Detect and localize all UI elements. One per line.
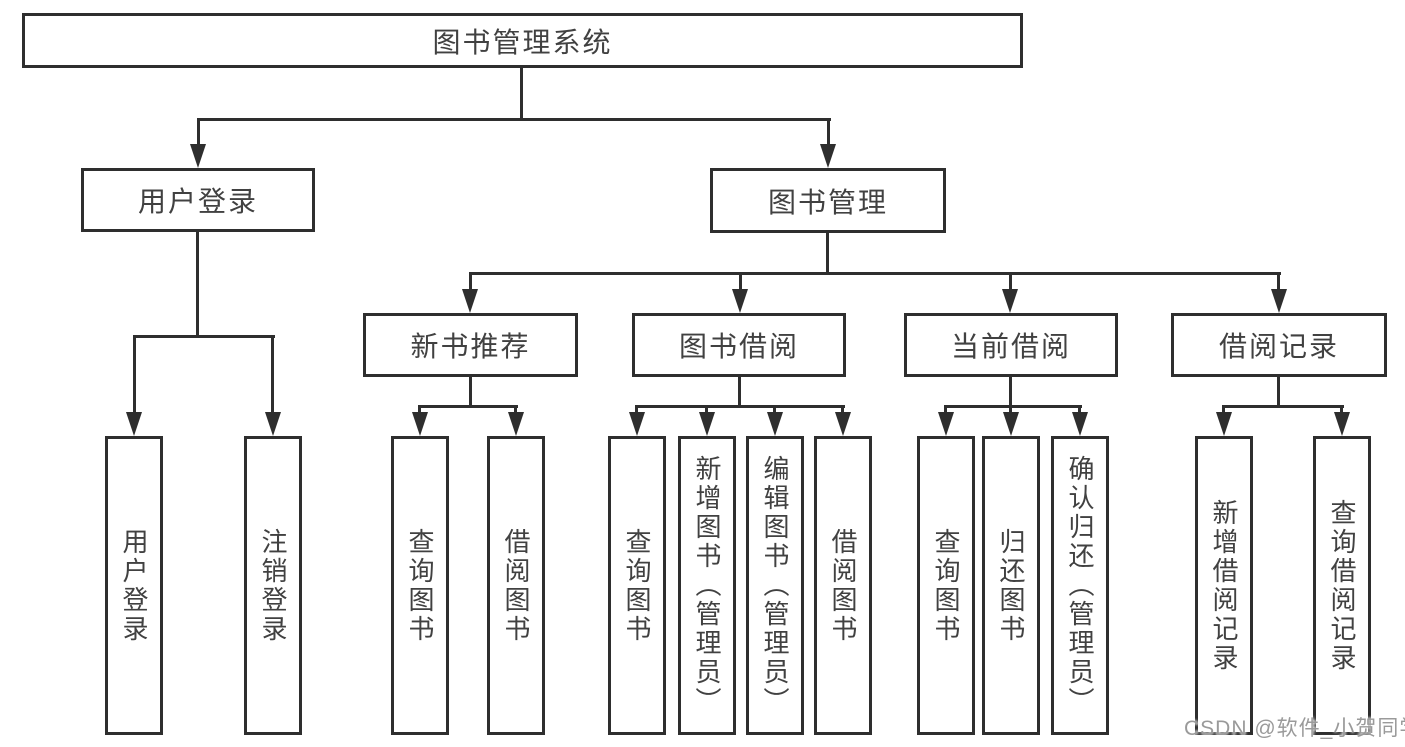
connector-user-login-horizontal <box>133 335 275 338</box>
connector-current-borrow-vertical <box>1009 375 1012 408</box>
connector-borrow-records-drop <box>1340 405 1343 417</box>
leaf-user-login: 用户登录 <box>105 436 163 735</box>
connector-root-vertical <box>520 68 523 120</box>
connector-book-mgmt-drop <box>1277 272 1280 294</box>
connector-book-borrow-drop <box>635 405 638 417</box>
arrow-down-icon <box>190 144 206 168</box>
arrow-down-icon <box>508 412 524 436</box>
connector-book-mgmt-vertical <box>826 231 829 275</box>
leaf-add-books-admin: 新增图书（管理员） <box>678 436 736 735</box>
arrow-down-icon <box>820 144 836 168</box>
connector-user-login-drop <box>271 335 274 417</box>
arrow-down-icon <box>1072 412 1088 436</box>
arrow-down-icon <box>1334 412 1350 436</box>
connector-book-mgmt-drop <box>739 272 742 294</box>
connector-book-borrow-drop <box>773 405 776 417</box>
arrow-down-icon <box>835 412 851 436</box>
connector-new-book-vertical <box>469 375 472 408</box>
connector-book-mgmt-horizontal <box>469 272 1281 275</box>
arrow-down-icon <box>462 289 478 313</box>
node-user-login: 用户登录 <box>81 168 315 232</box>
arrow-down-icon <box>1003 412 1019 436</box>
arrow-down-icon <box>265 412 281 436</box>
leaf-return-books: 归还图书 <box>982 436 1040 735</box>
connector-root-right-drop <box>827 118 830 148</box>
connector-book-borrow-drop <box>705 405 708 417</box>
arrow-down-icon <box>732 289 748 313</box>
connector-current-borrow-drop <box>944 405 947 417</box>
arrow-down-icon <box>1216 412 1232 436</box>
arrow-down-icon <box>412 412 428 436</box>
connector-root-left-drop <box>197 118 200 148</box>
arrow-down-icon <box>1002 289 1018 313</box>
leaf-query-books-borrow: 查询图书 <box>608 436 666 735</box>
leaf-query-books-recommend: 查询图书 <box>391 436 449 735</box>
node-book-management: 图书管理 <box>710 168 946 233</box>
connector-book-mgmt-drop <box>469 272 472 294</box>
leaf-borrow-books: 借阅图书 <box>814 436 872 735</box>
connector-current-borrow-drop <box>1009 405 1012 417</box>
connector-current-borrow-drop <box>1078 405 1081 417</box>
node-library-management-system: 图书管理系统 <box>22 13 1023 68</box>
node-borrow-records: 借阅记录 <box>1171 313 1387 377</box>
leaf-logout: 注销登录 <box>244 436 302 735</box>
connector-user-login-drop <box>133 335 136 417</box>
connector-current-borrow-horizontal <box>944 405 1082 408</box>
leaf-borrow-books-recommend: 借阅图书 <box>487 436 545 735</box>
connector-root-horizontal <box>197 118 831 121</box>
connector-borrow-records-horizontal <box>1222 405 1344 408</box>
node-book-borrow: 图书借阅 <box>632 313 846 377</box>
connector-user-login-vertical <box>196 230 199 338</box>
arrow-down-icon <box>699 412 715 436</box>
csdn-watermark: CSDN @软件_小贺同学 <box>1184 717 1405 740</box>
leaf-edit-books-admin: 编辑图书（管理员） <box>746 436 804 735</box>
arrow-down-icon <box>629 412 645 436</box>
node-new-book-recommend: 新书推荐 <box>363 313 578 377</box>
arrow-down-icon <box>767 412 783 436</box>
connector-book-borrow-horizontal <box>635 405 845 408</box>
connector-new-book-drop <box>514 405 517 417</box>
connector-borrow-records-vertical <box>1277 375 1280 408</box>
arrow-down-icon <box>126 412 142 436</box>
connector-book-borrow-drop <box>841 405 844 417</box>
arrow-down-icon <box>938 412 954 436</box>
leaf-query-borrow-record: 查询借阅记录 <box>1313 436 1371 735</box>
connector-book-borrow-vertical <box>738 375 741 408</box>
connector-new-book-drop <box>418 405 421 417</box>
connector-new-book-horizontal <box>418 405 518 408</box>
leaf-query-books-current: 查询图书 <box>917 436 975 735</box>
connector-borrow-records-drop <box>1222 405 1225 417</box>
node-current-borrow: 当前借阅 <box>904 313 1118 377</box>
arrow-down-icon <box>1271 289 1287 313</box>
connector-book-mgmt-drop <box>1009 272 1012 294</box>
leaf-confirm-return-admin: 确认归还（管理员） <box>1051 436 1109 735</box>
leaf-add-borrow-record: 新增借阅记录 <box>1195 436 1253 735</box>
